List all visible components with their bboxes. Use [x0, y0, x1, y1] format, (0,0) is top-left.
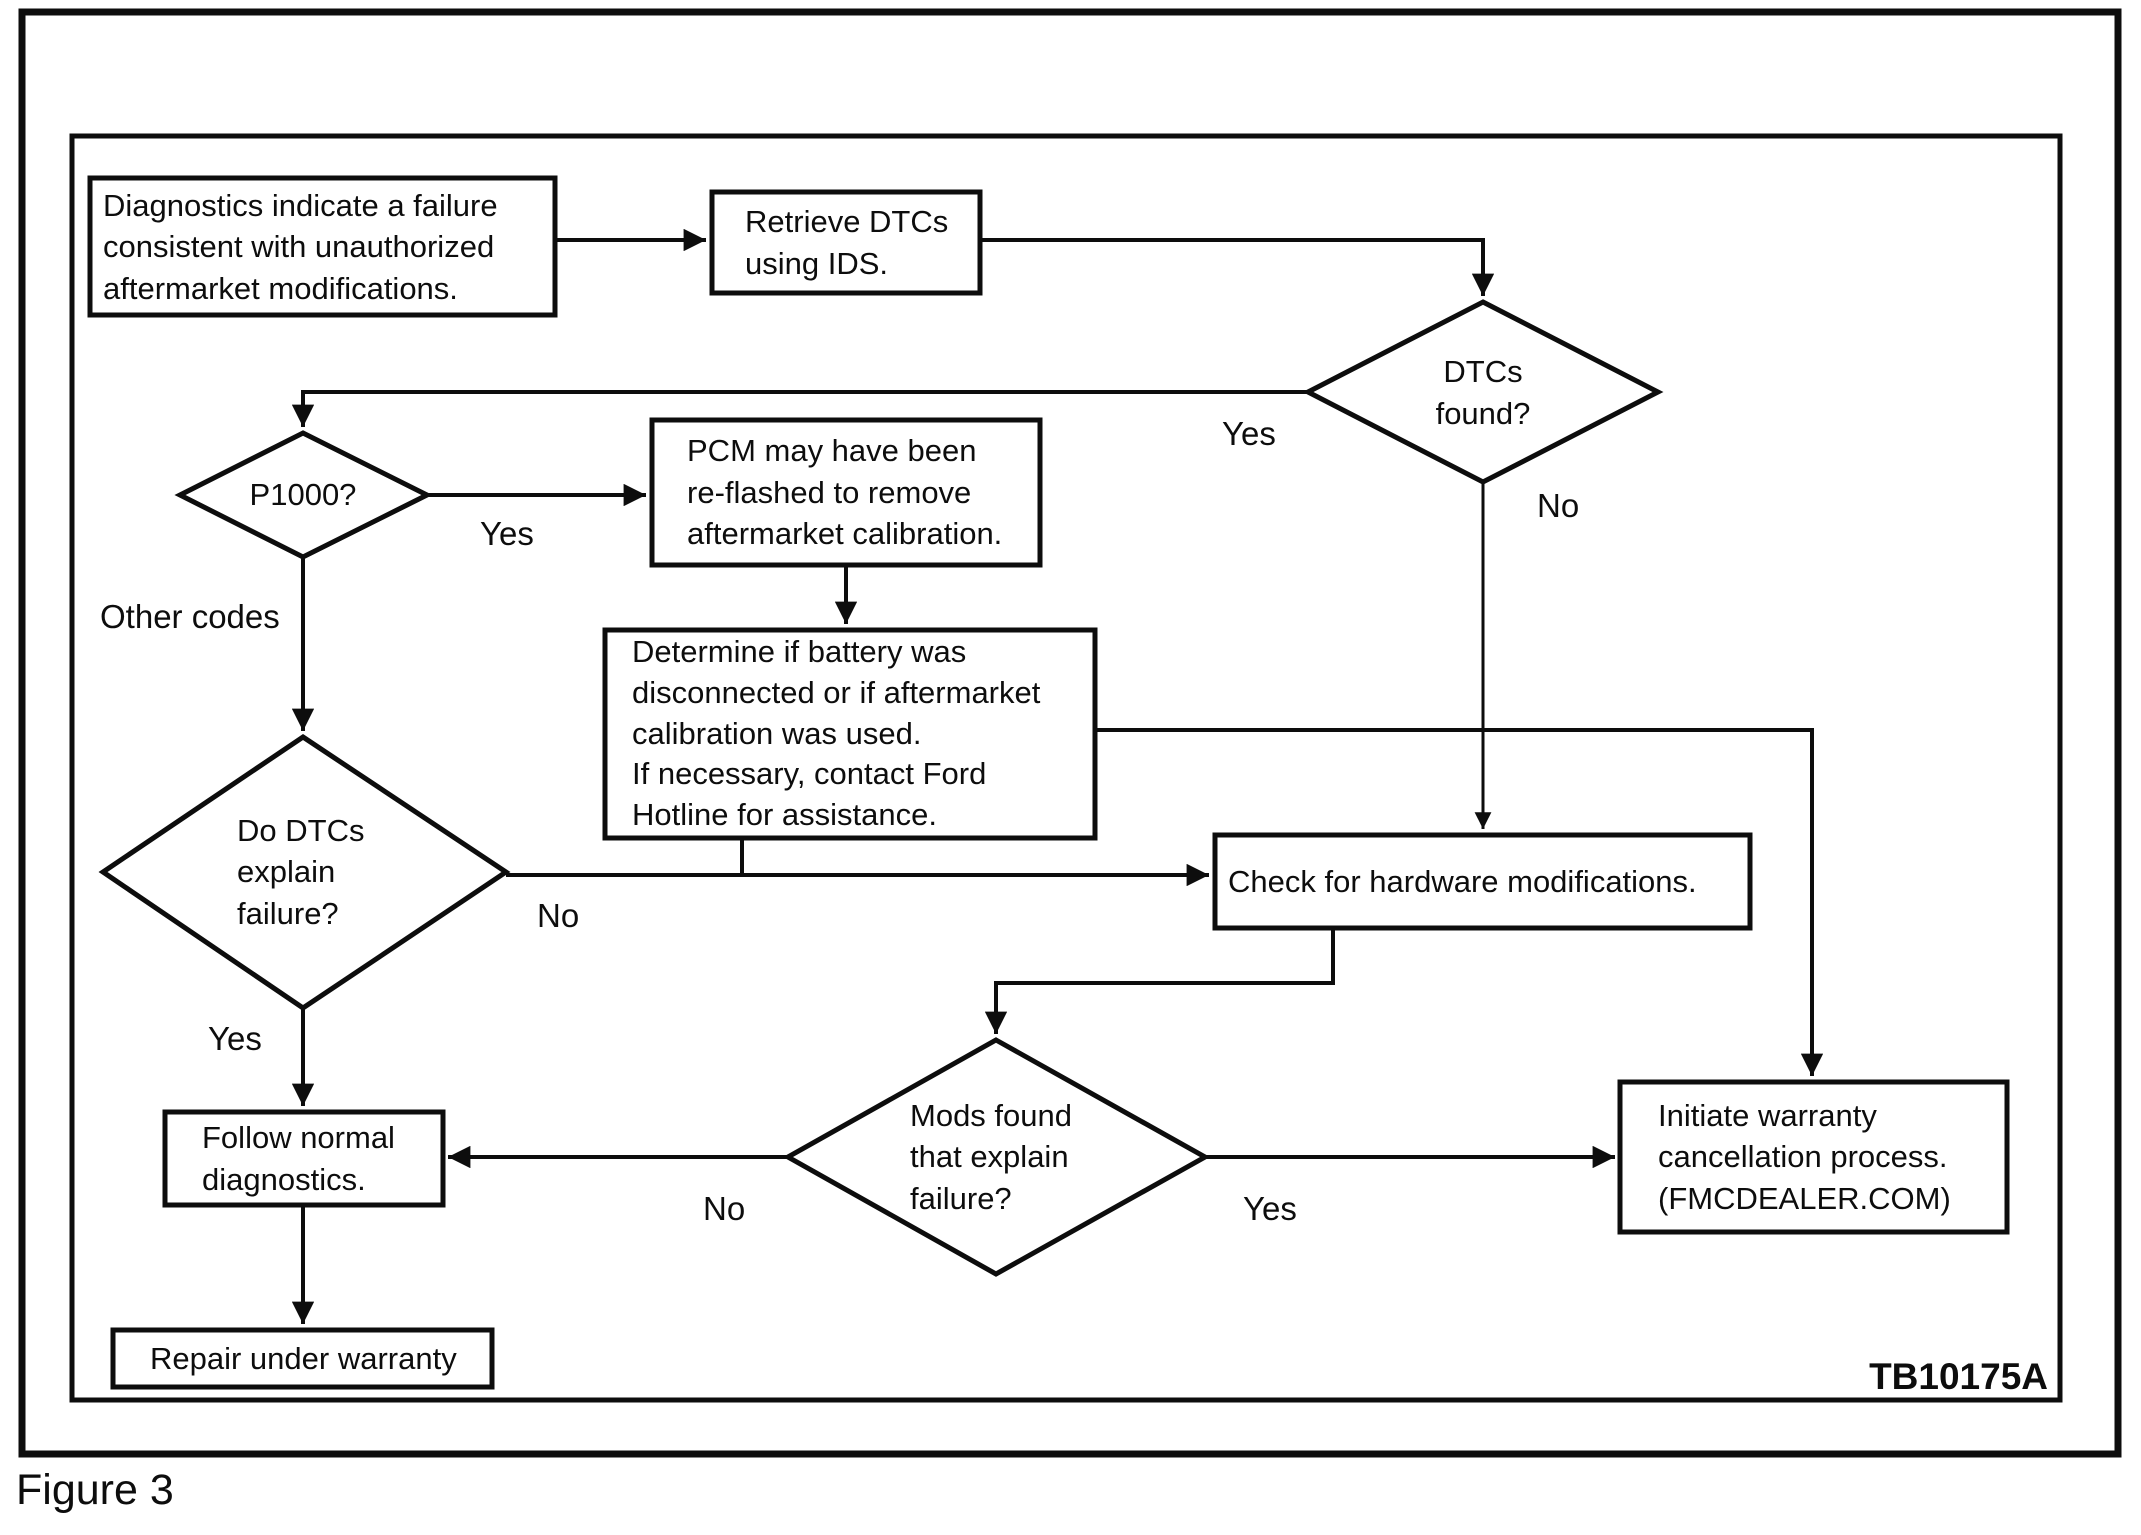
figure-caption: Figure 3 — [16, 1466, 174, 1514]
repair-warranty-box — [110, 1327, 495, 1390]
edge-retrieve-dtcsfound — [980, 238, 1495, 296]
initiate-cancellation-box — [1617, 1079, 2010, 1235]
label-dtcs-found-no: No — [1537, 487, 1580, 524]
pcm-reflash-box — [649, 417, 1043, 568]
follow-normal-text: Follow normal diagnostics. — [202, 1119, 395, 1197]
process-boxes — [87, 175, 2010, 1390]
label-mods-found-no: No — [703, 1190, 746, 1227]
outer-border — [18, 8, 2122, 1458]
label-mods-found-yes: Yes — [1243, 1190, 1297, 1227]
determine-battery-box — [602, 627, 1098, 841]
initiate-cancellation-text: Initiate warranty cancellation process. … — [1658, 1097, 1951, 1216]
diagram-reference-code: TB10175A — [1869, 1356, 2048, 1397]
label-dtcs-explain-no: No — [537, 897, 580, 934]
connectors — [291, 228, 1824, 1324]
label-p1000-other-codes: Other codes — [100, 598, 280, 635]
label-p1000-yes: Yes — [480, 515, 534, 552]
determine-battery-text: Determine if battery was disconnected or… — [632, 633, 1041, 833]
dtcs-explain-diamond — [98, 733, 511, 1012]
edge-checkhw-mods — [984, 928, 1335, 1034]
pcm-reflash-text: PCM may have been re-flashed to remove a… — [687, 433, 1003, 552]
edge-dtcsfound-p1000-yes — [291, 390, 1310, 427]
p1000-text: P1000? — [249, 477, 357, 513]
inner-border — [69, 133, 2063, 1403]
dtcs-found-diamond — [1302, 299, 1664, 485]
label-dtcs-found-yes: Yes — [1222, 415, 1276, 452]
mods-found-text: Mods found that explain failure? — [910, 1097, 1072, 1216]
retrieve-dtcs-text: Retrieve DTCs using IDS. — [745, 204, 949, 281]
label-dtcs-explain-yes: Yes — [208, 1020, 262, 1057]
edge-determine-initiate — [1095, 728, 1824, 1076]
mods-found-diamond — [782, 1037, 1211, 1277]
dtcs-explain-text: Do DTCs explain failure? — [237, 812, 365, 931]
dtcs-found-text: DTCs found? — [1435, 353, 1531, 431]
check-hardware-text: Check for hardware modifications. — [1228, 863, 1697, 899]
start-text: Diagnostics indicate a failure consisten… — [103, 187, 498, 306]
p1000-diamond — [174, 430, 433, 560]
start-box — [87, 175, 558, 318]
check-hardware-box — [1212, 832, 1753, 931]
follow-normal-box — [162, 1109, 446, 1208]
repair-warranty-text: Repair under warranty — [150, 1340, 457, 1376]
retrieve-dtcs-box — [709, 189, 983, 296]
decision-diamonds — [98, 299, 1664, 1277]
